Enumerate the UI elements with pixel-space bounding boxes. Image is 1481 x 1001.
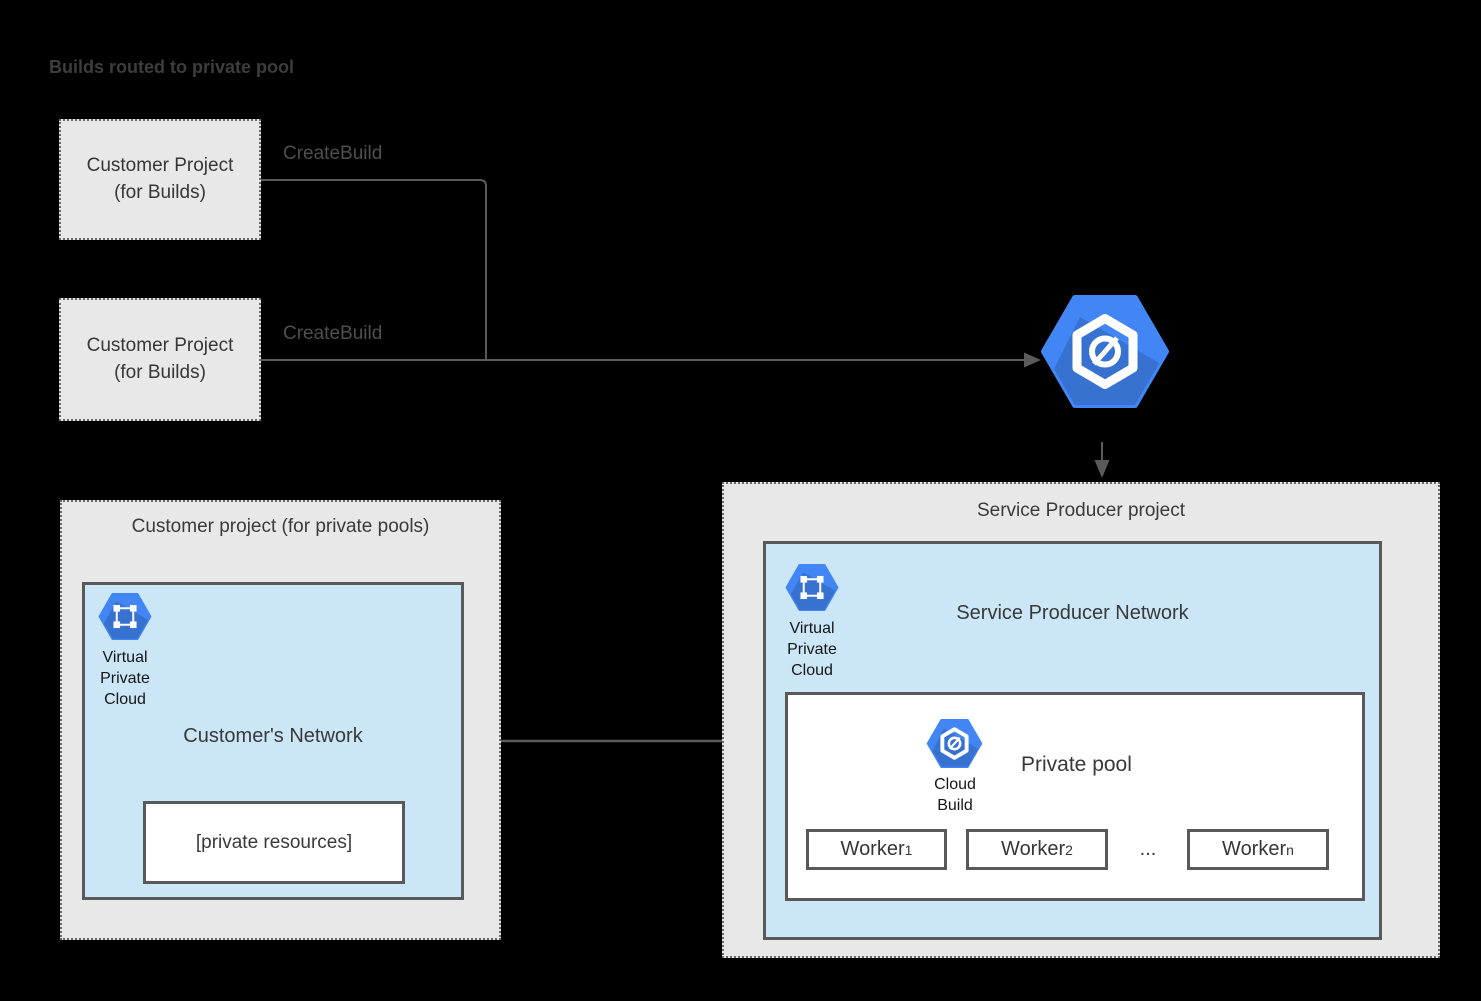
worker-label: Worker: [1222, 838, 1287, 860]
cloud-build-icon: [1040, 295, 1170, 408]
worker-label: Worker: [1001, 838, 1066, 860]
service-producer-project-title: Service Producer project: [976, 500, 1186, 521]
cloud-build-label: Cloud Build: [934, 776, 976, 814]
diagram-title: Builds routed to private pool: [49, 57, 295, 77]
vpc-icon: [98, 593, 152, 640]
customer-build-project-box: Customer Project (for Builds): [59, 298, 261, 421]
cloud-build-icon: [926, 719, 983, 768]
vpc-label: Virtual Private Cloud: [787, 620, 837, 679]
customer-pool-project-box: Customer project (for private pools) Vir…: [60, 500, 501, 940]
customer-build-project-box: Customer Project (for Builds): [59, 119, 261, 240]
customer-network-box: Virtual Private Cloud Customer's Network…: [82, 582, 464, 900]
private-pool-name: Private pool: [1021, 753, 1132, 776]
private-resources-label: [private resources]: [195, 831, 353, 853]
private-resources-box: [private resources]: [143, 801, 405, 884]
arrowhead-to-cloud-build: [1024, 352, 1041, 368]
arrowhead-to-producer-project: [1094, 460, 1110, 478]
worker-ellipsis: ...: [1139, 838, 1157, 860]
service-producer-network-box: Virtual Private Cloud Service Producer N…: [763, 541, 1382, 940]
customer-build-project-label: Customer Project (for Builds): [86, 334, 234, 383]
customer-pool-project-title: Customer project (for private pools): [131, 516, 430, 537]
vpc-label: Virtual Private Cloud: [100, 649, 150, 708]
createbuild-label: CreateBuild: [283, 323, 383, 344]
customer-build-project-label: Customer Project (for Builds): [86, 154, 234, 203]
worker-label: Worker: [840, 838, 905, 860]
customer-network-name: Customer's Network: [183, 725, 363, 747]
createbuild-label: CreateBuild: [283, 143, 383, 164]
service-producer-network-name: Service Producer Network: [956, 602, 1189, 624]
service-producer-project-box: Service Producer project Virtual Private…: [722, 482, 1440, 958]
